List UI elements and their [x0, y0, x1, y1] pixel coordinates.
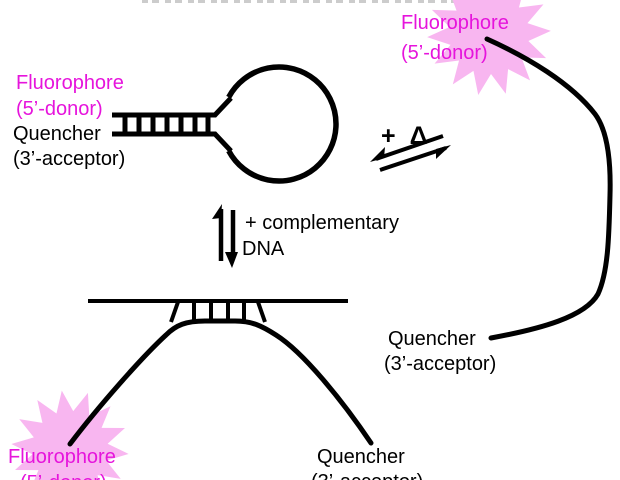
heat-label: + Δ: [381, 122, 428, 151]
dna-equilibrium-arrows: [212, 204, 238, 268]
cropped-title-fragments: [142, 0, 464, 3]
open-bottom-fluorophore-label: Fluorophore: [8, 446, 116, 468]
closed-fluorophore-sub-label: (5’-donor): [16, 98, 103, 120]
loop-circle: [226, 64, 339, 184]
hybridized-duplex: [67, 299, 374, 447]
complementary-dna-label-line1: + complementary: [245, 212, 399, 234]
closed-fluorophore-label: Fluorophore: [16, 72, 124, 94]
closed-quencher-sub-label: (3’-acceptor): [13, 148, 126, 170]
open-bottom-quencher-sub-label: (3’-acceptor): [311, 471, 423, 480]
hairpin-beacon: [112, 64, 339, 184]
duplex-ladder-rungs: [169, 301, 267, 323]
open-strand-curve-right: [484, 36, 613, 341]
open-right-quencher-sub-label: (3’-acceptor): [384, 353, 497, 375]
stem-ladder: [112, 96, 233, 153]
beacon-strand-curve: [67, 318, 374, 447]
heat-equilibrium-arrows: [370, 134, 451, 172]
open-right-quencher-label: Quencher: [388, 328, 476, 350]
open-right-fluorophore-sub-label: (5’-donor): [401, 42, 488, 64]
open-right-fluorophore-label: Fluorophore: [401, 12, 509, 34]
complementary-dna-label-line2: DNA: [242, 238, 285, 260]
open-bottom-fluorophore-sub-label: (5’-donor): [20, 472, 107, 480]
closed-quencher-label: Quencher: [13, 123, 101, 145]
heat-plus: +: [381, 122, 396, 150]
heat-delta: Δ: [409, 122, 428, 150]
open-bottom-quencher-label: Quencher: [317, 446, 405, 468]
